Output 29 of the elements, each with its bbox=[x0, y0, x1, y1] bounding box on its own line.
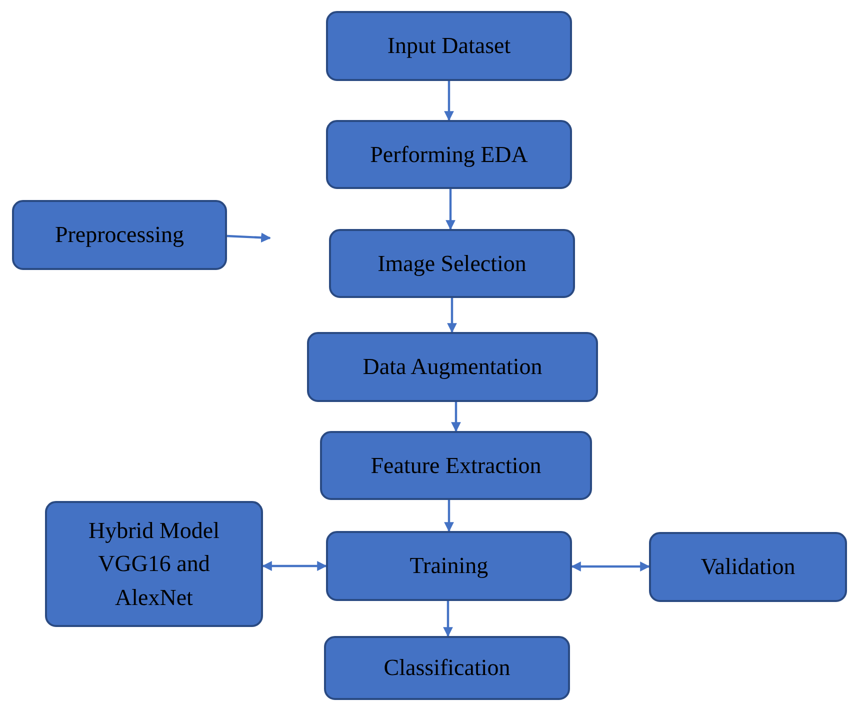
process-box bbox=[12, 200, 227, 270]
node-label: Hybrid Model VGG16 and AlexNet bbox=[88, 516, 220, 612]
arrow bbox=[226, 232, 271, 243]
process-box bbox=[320, 431, 592, 500]
node-label: Preprocessing bbox=[54, 221, 184, 250]
process-box bbox=[307, 332, 598, 402]
arrow bbox=[447, 298, 457, 333]
process-box bbox=[45, 501, 263, 627]
node-label: Training bbox=[410, 552, 488, 580]
arrow bbox=[451, 402, 461, 432]
process-box bbox=[329, 229, 575, 298]
process-box bbox=[326, 531, 572, 601]
node-label: Validation bbox=[700, 553, 796, 582]
node-label: Data Augmentation bbox=[362, 353, 542, 382]
process-box bbox=[649, 532, 847, 602]
arrow bbox=[262, 561, 327, 571]
arrow bbox=[446, 189, 456, 230]
arrow bbox=[444, 81, 454, 121]
arrow bbox=[571, 562, 650, 572]
node-label: Feature Extraction bbox=[370, 452, 542, 480]
process-box bbox=[324, 636, 570, 700]
node-label: Input Dataset bbox=[387, 32, 511, 60]
process-box bbox=[326, 11, 572, 81]
arrow bbox=[444, 500, 454, 532]
node-label: Classification bbox=[384, 654, 510, 682]
node-label: Performing EDA bbox=[370, 140, 528, 169]
process-box bbox=[326, 120, 572, 189]
node-label: Image Selection bbox=[378, 250, 526, 278]
arrow bbox=[443, 601, 453, 637]
